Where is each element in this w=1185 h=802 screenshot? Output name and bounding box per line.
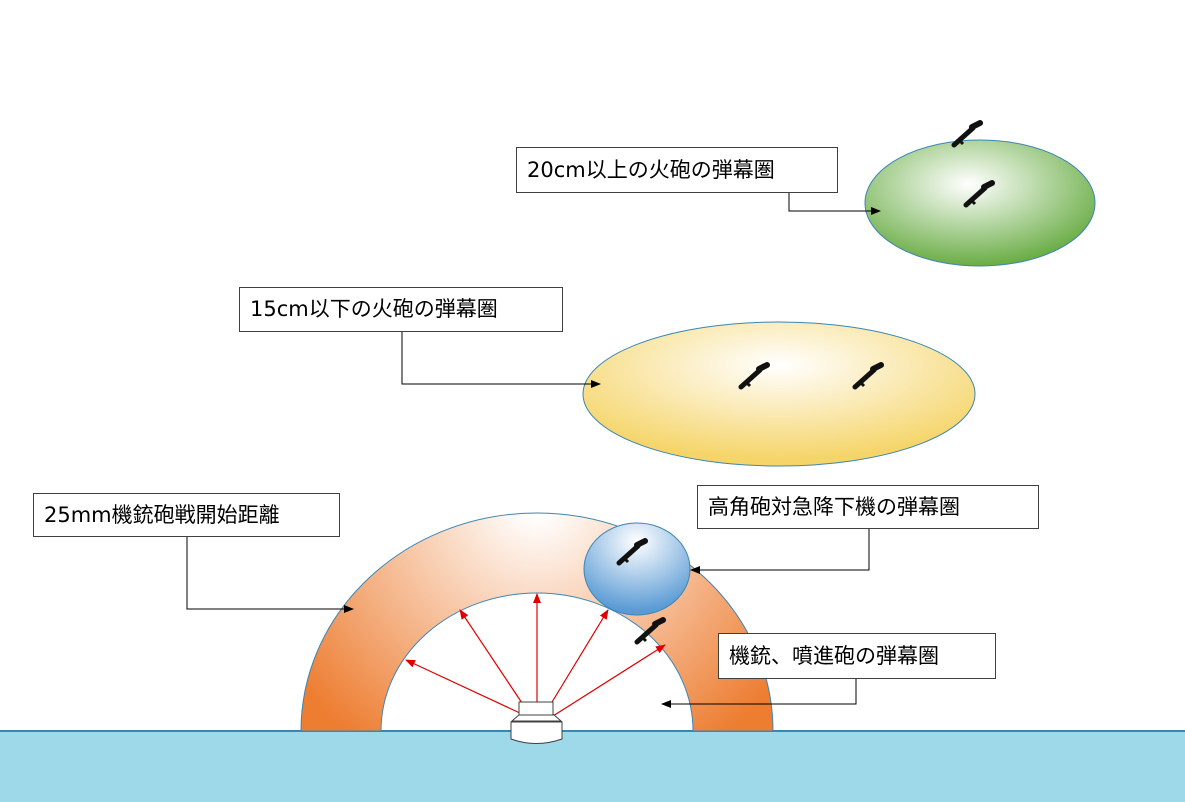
label-heavy-gun-barrage: 20cm以上の火砲の弾幕圏 xyxy=(516,147,838,193)
label-text: 25mm機銃砲戦開始距離 xyxy=(44,502,280,527)
label-mg-engagement-range: 25mm機銃砲戦開始距離 xyxy=(33,493,340,537)
leader-heavy-guns xyxy=(788,193,881,215)
heavy-gun-barrage-zone xyxy=(864,139,1096,267)
fire-arrows xyxy=(405,593,666,717)
leader-mg-rocket xyxy=(661,679,857,708)
label-text: 高角砲対急降下機の弾幕圏 xyxy=(708,494,960,519)
label-text: 15cm以下の火砲の弾幕圏 xyxy=(250,297,498,321)
label-text: 機銃、噴進砲の弾幕圏 xyxy=(729,643,939,668)
leader-high-angle xyxy=(690,529,870,574)
ship-icon xyxy=(510,701,563,744)
label-mg-rocket-barrage: 機銃、噴進砲の弾幕圏 xyxy=(718,633,996,679)
sea xyxy=(0,731,1185,802)
leader-mg-engagement xyxy=(186,537,354,613)
label-light-gun-barrage: 15cm以下の火砲の弾幕圏 xyxy=(239,287,563,332)
label-high-angle-barrage: 高角砲対急降下機の弾幕圏 xyxy=(697,485,1039,529)
label-text: 20cm以上の火砲の弾幕圏 xyxy=(527,157,775,182)
light-gun-barrage-zone xyxy=(582,321,976,467)
leader-light-guns xyxy=(401,332,601,388)
high-angle-gun-barrage-zone xyxy=(583,522,691,616)
